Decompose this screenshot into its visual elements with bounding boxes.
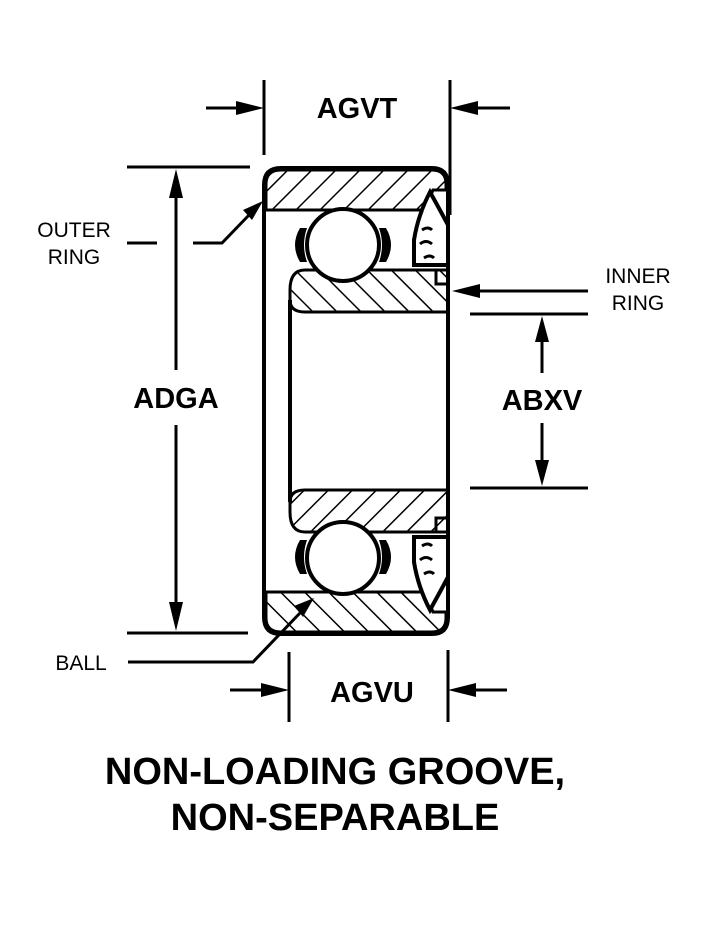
label-outer-ring-line1: OUTER [37, 219, 111, 242]
dimension-label-agvt: AGVT [317, 93, 398, 125]
leader-ball: BALL [55, 598, 314, 675]
cage-right-top [379, 228, 391, 262]
dimension-agvu: AGVU [230, 650, 507, 722]
dimension-label-abxv: ABXV [502, 385, 583, 417]
arrowhead-icon [450, 101, 478, 115]
arrowhead-icon [243, 201, 263, 220]
seal-bottom-texture [419, 542, 436, 576]
cage-left-top [295, 228, 307, 262]
bearing-outline [262, 166, 450, 636]
dimension-adga: ADGA [127, 165, 250, 635]
caption-line1: NON-LOADING GROOVE, [105, 751, 565, 793]
inner-ring-notch-top [434, 270, 448, 286]
cage-left-bottom [295, 540, 307, 574]
label-inner-ring-line1: INNER [605, 265, 670, 288]
dimension-label-adga: ADGA [133, 383, 218, 415]
bearing-body [262, 166, 450, 636]
leader-line [128, 611, 302, 664]
arrowhead-icon [261, 683, 289, 697]
cage-right-bottom [379, 540, 391, 574]
dimension-label-agvu: AGVU [330, 677, 414, 709]
inner-ring-notch-bottom [434, 516, 448, 532]
outer-ring-top-section [264, 168, 448, 212]
arrowhead-icon [236, 101, 264, 115]
leader-line [193, 212, 252, 245]
arrowhead-icon [452, 284, 480, 298]
label-ball: BALL [55, 652, 106, 675]
caption-line2: NON-SEPARABLE [171, 797, 500, 839]
inner-ring-top-section [288, 268, 450, 314]
label-outer-ring-line2: RING [48, 246, 101, 269]
outer-ring-bottom-section [264, 590, 448, 634]
label-inner-ring-line2: RING [612, 292, 665, 315]
dimension-abxv: ABXV [470, 312, 588, 490]
arrowhead-icon [294, 598, 314, 617]
arrowhead-icon [448, 683, 476, 697]
dimension-agvt: AGVT [206, 80, 510, 215]
leader-outer-ring: OUTER RING [37, 201, 263, 269]
arrowhead-icon [535, 460, 549, 486]
ball-top [305, 207, 381, 283]
seal-top-texture [419, 226, 436, 260]
arrowhead-icon [169, 169, 183, 198]
inner-ring-bottom-section [288, 488, 450, 534]
leader-inner-ring: INNER RING [452, 265, 671, 315]
ball-bottom [305, 520, 381, 596]
arrowhead-icon [535, 316, 549, 342]
arrowhead-icon [169, 602, 183, 631]
